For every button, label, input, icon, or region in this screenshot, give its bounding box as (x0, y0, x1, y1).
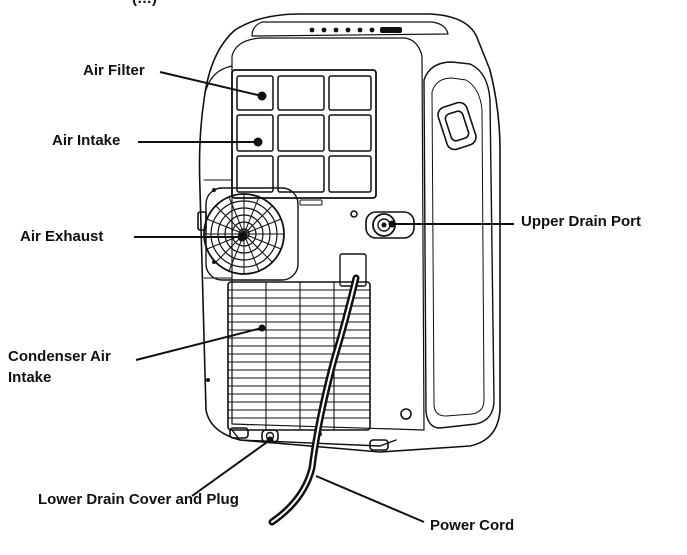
screw (350, 210, 358, 218)
leader-power-cord (315, 475, 425, 523)
condenser-grille-frame (227, 281, 371, 431)
label-lower-drain-cover-and-plug: Lower Drain Cover and Plug (38, 491, 239, 508)
power-cord-highlight (271, 277, 357, 523)
leader-lower-drain (191, 439, 271, 497)
leader-air-filter (159, 71, 263, 97)
side-screw (400, 408, 412, 420)
label-power-cord: Power Cord (430, 517, 515, 534)
fan-grille-icon (203, 187, 299, 281)
label-air-filter: Air Filter (83, 62, 145, 79)
leader-dots (237, 91, 396, 444)
label-upper-drain-port: Upper Drain Port (521, 213, 642, 230)
top-control-buttons (309, 27, 402, 33)
foot (229, 427, 249, 439)
side-panel (423, 61, 495, 429)
power-cord (268, 274, 360, 526)
leader-lines (134, 71, 514, 523)
left-side (205, 65, 233, 91)
side-panel-inner (431, 77, 485, 417)
left-side-lower (203, 179, 233, 279)
label-air-exhaust: Air Exhaust (20, 228, 104, 245)
rear-panel (231, 37, 425, 431)
leader-condenser (135, 327, 263, 361)
air-filter-frame (231, 69, 377, 199)
side-handle (437, 101, 477, 151)
label-air-intake: Air Intake (52, 132, 121, 149)
label-condenser-air-intake: Condenser Air Intake (8, 348, 111, 386)
cropped-header-text: (…) (132, 0, 157, 7)
filter-tab (299, 199, 323, 206)
screw (206, 378, 210, 382)
air-filter-grid (236, 75, 372, 193)
top-edge (251, 21, 449, 37)
unit-body-outline (198, 13, 501, 453)
foot (369, 439, 389, 451)
